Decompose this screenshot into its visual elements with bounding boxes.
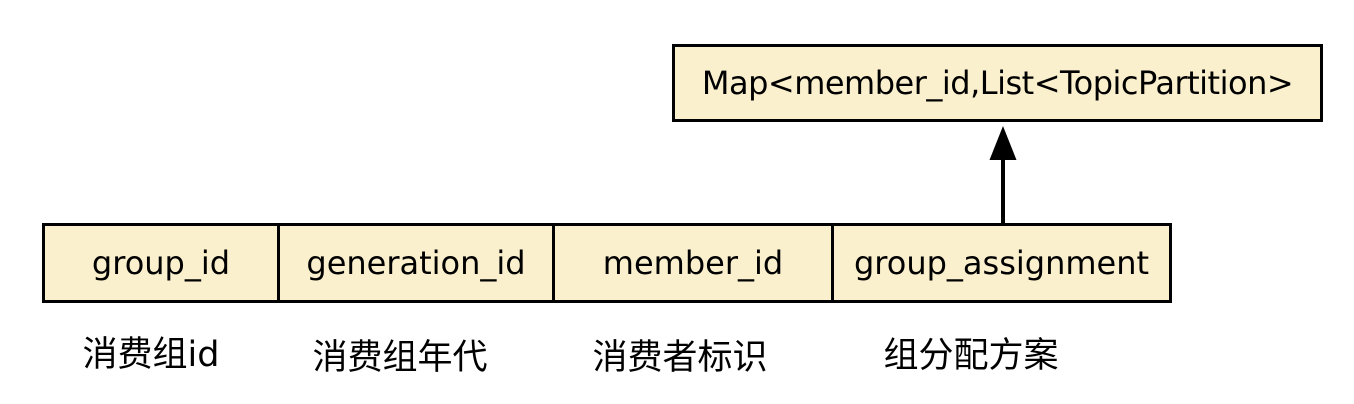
- field-cell-generation-id: generation_id: [277, 223, 555, 303]
- field-cell-group-assignment: group_assignment: [831, 223, 1172, 303]
- field-name: group_id: [91, 244, 231, 282]
- map-type-box: Map<member_id,List<TopicPartition>: [672, 44, 1323, 122]
- arrow-up-icon: [989, 126, 1017, 224]
- field-cell-group-id: group_id: [42, 223, 280, 303]
- field-cell-member-id: member_id: [552, 223, 834, 303]
- field-row: group_id generation_id member_id group_a…: [42, 223, 1172, 303]
- map-type-label: Map<member_id,List<TopicPartition>: [701, 64, 1294, 102]
- field-name: member_id: [602, 244, 784, 282]
- field-name: generation_id: [306, 244, 526, 282]
- field-name: group_assignment: [853, 244, 1150, 282]
- field-description-group-id: 消费组id: [82, 335, 220, 375]
- field-description-group-assignment: 组分配方案: [883, 336, 1059, 376]
- field-description-generation-id: 消费组年代: [312, 338, 488, 378]
- field-description-member-id: 消费者标识: [592, 338, 768, 378]
